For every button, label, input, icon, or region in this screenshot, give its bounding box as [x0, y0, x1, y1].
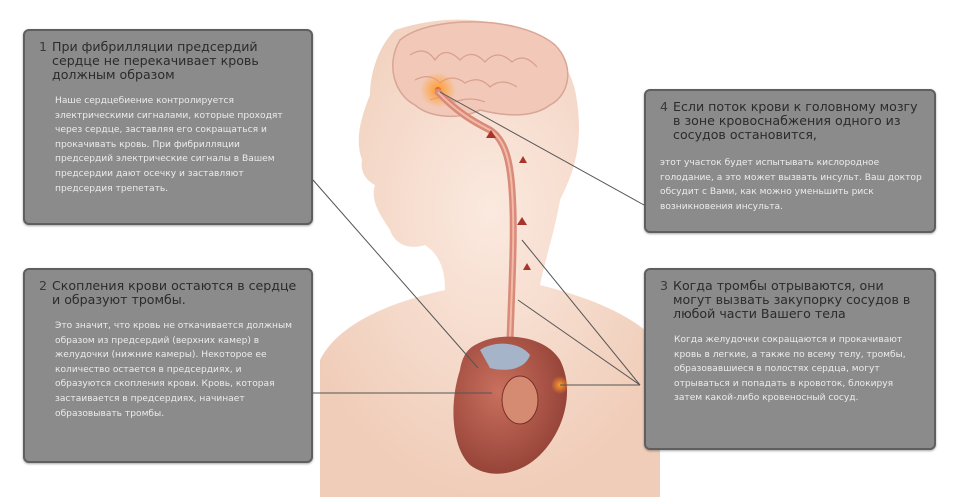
box-title: Когда тромбы отрываются, они могут вызва… — [673, 278, 911, 321]
leader-lines — [312, 91, 645, 394]
box-body: Когда желудочки сокращаются и прокачиваю… — [674, 335, 906, 404]
box-title: Скопления крови остаются в сердце и обра… — [52, 278, 297, 307]
info-box-2: 2 Скопления крови остаются в сердце и обр… — [23, 268, 313, 463]
info-box-1: 1 При фибрилляции предсердий сердце не пе… — [23, 29, 313, 225]
info-box-3: 3 Когда тромбы отрываются, они могут вызв… — [644, 268, 936, 450]
body-silhouette — [320, 19, 660, 497]
box-body: Это значит, что кровь не откачивается до… — [55, 321, 293, 419]
flow-arrows — [486, 130, 531, 270]
box-body: этот участок будет испытывать кислородно… — [660, 158, 922, 212]
box-body: Наше сердцебиение контролируется электри… — [55, 96, 283, 194]
brain — [392, 21, 569, 118]
box-number: 4 — [660, 99, 669, 114]
box-number: 1 — [39, 39, 48, 54]
box-number: 3 — [660, 278, 669, 293]
box-title: При фибрилляции предсердий сердце не пер… — [52, 39, 259, 82]
info-box-4: 4 Если поток крови к головному мозгу в зо… — [644, 89, 936, 233]
box-number: 2 — [39, 278, 48, 293]
box-title: Если поток крови к головному мозгу в зон… — [673, 99, 918, 142]
